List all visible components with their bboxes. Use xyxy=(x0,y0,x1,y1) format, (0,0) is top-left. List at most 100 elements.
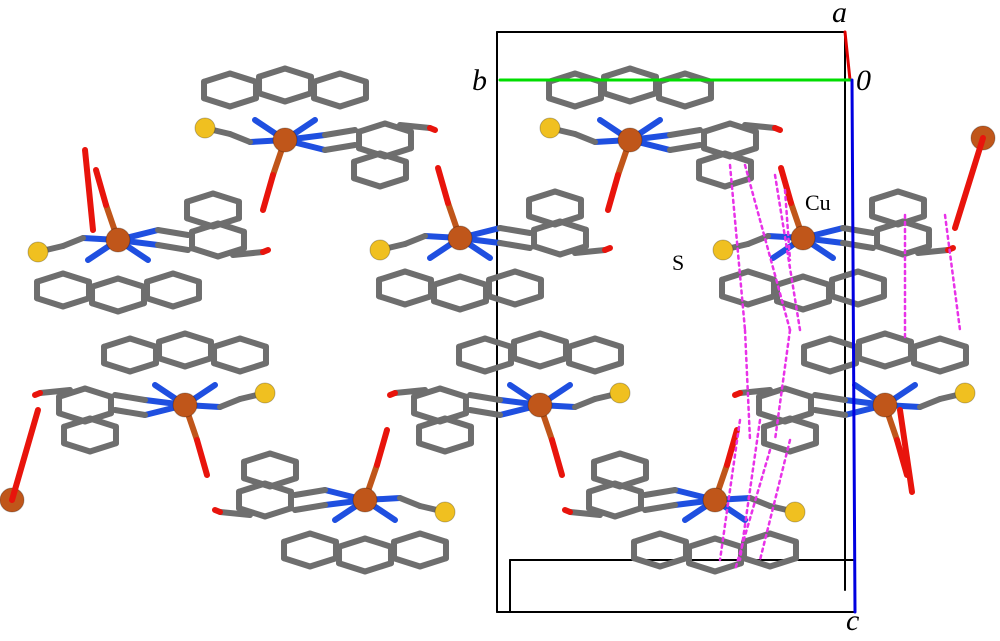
carbon-bond xyxy=(292,502,328,513)
contact-line xyxy=(783,188,792,262)
carbon-bond xyxy=(869,213,901,228)
carbon-bond xyxy=(362,535,394,550)
carbon-bond xyxy=(482,335,514,350)
carbon-bond xyxy=(937,392,960,402)
carbon-bond xyxy=(307,530,339,545)
carbon-bond xyxy=(230,249,266,258)
carbon-bond xyxy=(631,555,663,570)
carbon-bond xyxy=(728,241,751,251)
sulfur-atom xyxy=(434,501,456,523)
carbon-bond xyxy=(486,268,518,283)
carbon-bond xyxy=(657,555,689,570)
copper-atom xyxy=(447,225,473,251)
atom-label-cu: Cu xyxy=(805,190,831,215)
carbon-bond xyxy=(307,555,339,570)
carbon-bond xyxy=(742,122,778,131)
axis-label-c: c xyxy=(846,604,860,637)
carbon-bond xyxy=(591,475,623,490)
carbon-bond xyxy=(612,505,644,520)
carbon-bond xyxy=(657,530,689,545)
carbon-bond xyxy=(937,360,969,375)
carbon-bond xyxy=(722,150,754,165)
carbon-bond xyxy=(377,175,409,190)
oxygen-bond xyxy=(772,125,783,133)
copper-atom xyxy=(105,227,131,253)
carbon-bond xyxy=(402,268,434,283)
atom-label-s: S xyxy=(672,250,685,275)
carbon-bond xyxy=(566,335,598,350)
copper-atom xyxy=(790,225,816,251)
carbon-bond xyxy=(417,530,449,545)
contact-line xyxy=(733,448,772,572)
carbon-bond xyxy=(572,95,604,110)
carbon-bond xyxy=(336,560,368,575)
carbon-bond xyxy=(322,127,358,138)
carbon-bond xyxy=(281,530,313,545)
carbon-bond xyxy=(511,355,543,370)
carbon-bond xyxy=(322,142,358,153)
carbon-bond xyxy=(617,450,649,465)
carbon-bond xyxy=(855,268,887,283)
origin-label: 0 xyxy=(856,64,871,97)
carbon-bond xyxy=(210,190,242,205)
sulfur-atom xyxy=(609,382,631,404)
contact-line xyxy=(738,418,762,562)
carbon-bond xyxy=(812,392,848,403)
contact-line xyxy=(728,163,747,332)
axis-label-a: a xyxy=(832,0,847,29)
carbon-bond xyxy=(217,396,243,410)
carbon-bond xyxy=(667,127,703,138)
carbon-bond xyxy=(101,360,133,375)
carbon-bond xyxy=(512,293,544,308)
carbon-bond xyxy=(61,415,93,430)
carbon-bond xyxy=(682,95,714,110)
carbon-bond xyxy=(601,90,633,105)
carbon-bond xyxy=(761,440,793,455)
carbon-bond xyxy=(745,268,777,283)
carbon-bond xyxy=(756,385,788,400)
carbon-bond xyxy=(801,360,833,375)
carbon-bond xyxy=(431,298,463,313)
carbon-bond xyxy=(227,131,253,145)
oxygen-bond xyxy=(778,165,794,206)
axis-c-line xyxy=(850,78,857,614)
carbon-bond xyxy=(34,270,66,285)
carbon-bond xyxy=(774,273,806,288)
carbon-bond xyxy=(557,243,589,258)
carbon-bond xyxy=(486,293,518,308)
carbon-bond xyxy=(431,273,463,288)
oxygen-bond xyxy=(32,390,43,398)
oxygen-bond xyxy=(374,427,390,468)
copper-atom xyxy=(272,127,298,153)
carbon-bond xyxy=(457,298,489,313)
carbon-bond xyxy=(182,330,214,345)
carbon-bond xyxy=(101,335,133,350)
contact-line xyxy=(758,438,792,562)
carbon-bond xyxy=(546,95,578,110)
carbon-bond xyxy=(787,415,819,430)
carbon-bond xyxy=(719,268,751,283)
carbon-bond xyxy=(210,215,242,230)
carbon-bond xyxy=(566,360,598,375)
contact-line xyxy=(773,328,792,442)
oxygen-bond xyxy=(549,437,565,478)
carbon-bond xyxy=(937,335,969,350)
carbon-bond xyxy=(311,95,343,110)
carbon-bond xyxy=(497,225,533,236)
oxygen-bond xyxy=(732,390,743,398)
sulfur-atom xyxy=(27,241,49,263)
carbon-bond xyxy=(237,360,269,375)
carbon-bond xyxy=(767,530,799,545)
carbon-bond xyxy=(801,335,833,350)
carbon-bond xyxy=(511,330,543,345)
carbon-bond xyxy=(60,235,86,249)
carbon-bond xyxy=(656,95,688,110)
oxygen-bond xyxy=(897,407,915,495)
carbon-bond xyxy=(917,396,943,410)
carbon-bond xyxy=(497,240,533,251)
copper-atom xyxy=(527,392,553,418)
carbon-bond xyxy=(227,95,259,110)
sulfur-atom xyxy=(539,117,561,139)
carbon-bond xyxy=(43,243,66,253)
carbon-bond xyxy=(442,415,474,430)
